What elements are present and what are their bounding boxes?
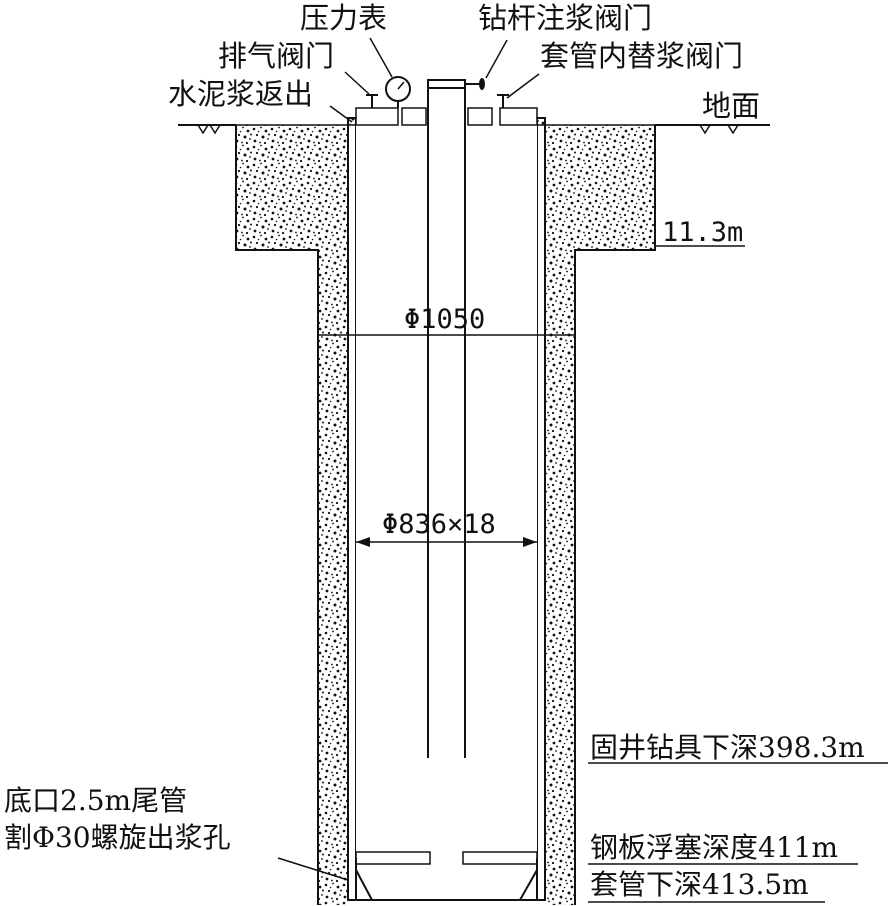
ground-symbol-left (197, 124, 221, 135)
leader-cement-return (329, 105, 353, 123)
borehole-outline (235, 125, 656, 905)
label-casing-valve: 套管内替浆阀门 (540, 39, 743, 73)
wellhead-plate-4 (499, 107, 538, 126)
drill-pipe-cap (427, 79, 466, 89)
label-dia-casing: Φ836×18 (382, 509, 496, 540)
cement-fill (236, 118, 655, 905)
leader-drill-pipe-valve (485, 39, 508, 79)
float-plug-right (462, 851, 538, 865)
pressure-gauge-icon (385, 76, 411, 102)
leader-casing-valve (506, 73, 540, 99)
label-vent-valve: 排气阀门 (218, 39, 334, 73)
label-drill-pipe-valve: 钻杆注浆阀门 (478, 1, 652, 35)
drill-pipe-valve-icon (479, 78, 485, 90)
wellhead-plate-1 (355, 107, 399, 126)
casing-shoe (355, 869, 538, 901)
label-casing-depth: 套管下深413.5m (590, 868, 809, 901)
float-plug-left (355, 851, 431, 865)
ground-symbol-right (699, 124, 739, 135)
casing-wall-left (347, 117, 357, 901)
label-pressure-gauge: 压力表 (300, 1, 387, 35)
label-plug-depth: 钢板浮塞深度411m (590, 831, 838, 864)
leader-pressure-gauge (369, 37, 393, 78)
label-ground: 地面 (702, 89, 760, 123)
leader-vent-valve (344, 71, 370, 95)
casing-wall-right (536, 117, 546, 901)
label-tail-line1: 底口2.5m尾管 (4, 784, 187, 817)
leader-tail-pipe (277, 857, 349, 881)
casing-interior (356, 118, 537, 858)
label-cement-return: 水泥浆返出 (168, 77, 313, 111)
label-dia-outer: Φ1050 (404, 304, 485, 335)
wellhead-plate-2 (401, 107, 427, 126)
gauge-needle (397, 81, 405, 90)
label-tail-line2: 割Φ30螺旋出浆孔 (4, 821, 231, 854)
label-depth-upper: 11.3m (662, 217, 743, 248)
label-tool-depth: 固井钻具下深398.3m (590, 731, 865, 764)
wellhead-plate-3 (467, 107, 493, 126)
